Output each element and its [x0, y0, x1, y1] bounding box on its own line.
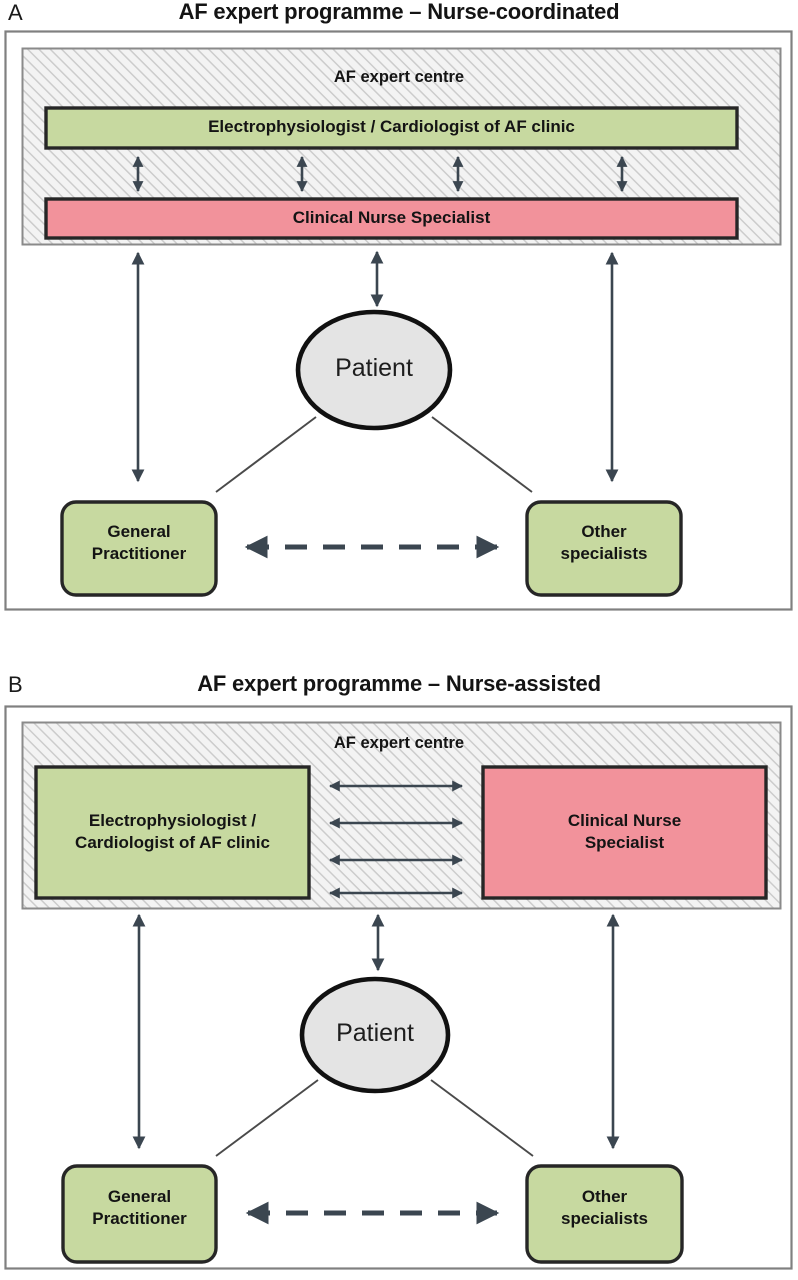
- panel-a-nurse-box: [44, 197, 739, 240]
- panel-b-expert-centre-label: AF expert centre: [333, 734, 465, 752]
- panel-b-patient-gp-line: [215, 1079, 319, 1157]
- panel-b-patient-label: Patient: [336, 1019, 414, 1047]
- panel-b-other-box: [525, 1164, 684, 1264]
- panel-a-other-box: [525, 500, 683, 597]
- panel-a-patient-label: Patient: [335, 354, 413, 382]
- panel-a-patient-other-line: [431, 416, 533, 493]
- panel-b-nurse-box: [481, 765, 768, 900]
- panel-a-group: [4, 30, 793, 611]
- panel-a-patient-ellipse: [295, 309, 453, 431]
- panel-b-physician-nurse-arrows: [328, 780, 464, 899]
- panel-a-letter: A: [8, 0, 23, 25]
- panel-b-group: [4, 705, 793, 1270]
- panel-b-patient-ellipse: [299, 976, 451, 1094]
- panel-a-physician-box: [44, 106, 739, 150]
- panel-b-title: AF expert programme – Nurse-assisted: [197, 671, 601, 696]
- panel-a-gp-box: [60, 500, 218, 597]
- panel-a-title: AF expert programme – Nurse-coordinated: [178, 0, 620, 24]
- panel-a-expert-centre-label: AF expert centre: [333, 68, 465, 86]
- panel-b-patient-other-line: [430, 1079, 534, 1157]
- panel-b-letter: B: [8, 672, 23, 697]
- panel-b-gp-box: [61, 1164, 218, 1264]
- panel-a-physician-nurse-arrows: [132, 155, 628, 193]
- panel-b-physician-box: [34, 765, 311, 900]
- panel-a-patient-gp-line: [215, 416, 317, 493]
